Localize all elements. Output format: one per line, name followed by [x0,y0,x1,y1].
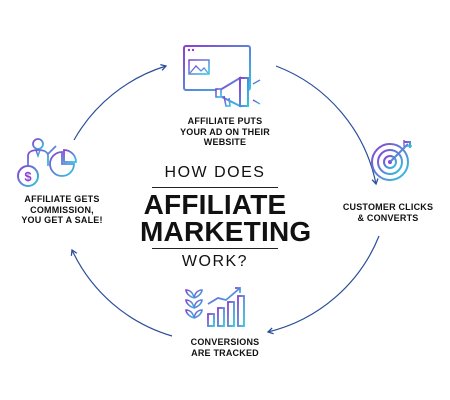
title-how-does: HOW DOES [164,164,266,181]
step-top-line-2: YOUR AD ON THEIR [180,126,270,137]
target-icon [371,140,412,181]
step-left-line-1: AFFILIATE GETS [24,194,100,204]
growth-chart-icon [184,287,246,327]
step-top-line-3: WEBSITE [203,137,247,147]
arrow-bottom-to-left [70,248,173,337]
arrow-top-to-right [275,65,379,186]
arrow-left-to-top [73,63,168,141]
website-megaphone-icon [183,45,261,108]
center-title: HOW DOES AFFILIATE MARKETING WORK? [140,160,312,271]
commission-person-icon: $ [17,138,77,187]
step-left-line-3: YOU GET A SALE! [21,215,103,225]
step-right-line-2: & CONVERTS [357,212,419,223]
step-label-right: CUSTOMER CLICKS & CONVERTS [330,202,446,223]
title-divider-bottom [152,248,278,249]
step-label-top: AFFILIATE PUTS YOUR AD ON THEIR WEBSITE [160,116,290,148]
title-divider-top [152,187,278,188]
step-right-line-1: CUSTOMER CLICKS [342,202,434,212]
arrow-right-to-bottom [266,235,380,335]
step-bottom-line-1: CONVERSIONS [190,337,260,347]
step-left-line-2: COMMISSION, [30,204,94,215]
step-bottom-line-2: ARE TRACKED [191,347,259,358]
step-label-bottom: CONVERSIONS ARE TRACKED [160,337,290,358]
title-work: WORK? [181,253,249,270]
step-label-left: AFFILIATE GETS COMMISSION, YOU GET A SAL… [4,194,120,226]
title-marketing: MARKETING [140,216,312,247]
step-top-line-1: AFFILIATE PUTS [187,116,263,126]
title-affiliate: AFFILIATE [143,189,287,220]
svg-text:$: $ [24,169,32,184]
